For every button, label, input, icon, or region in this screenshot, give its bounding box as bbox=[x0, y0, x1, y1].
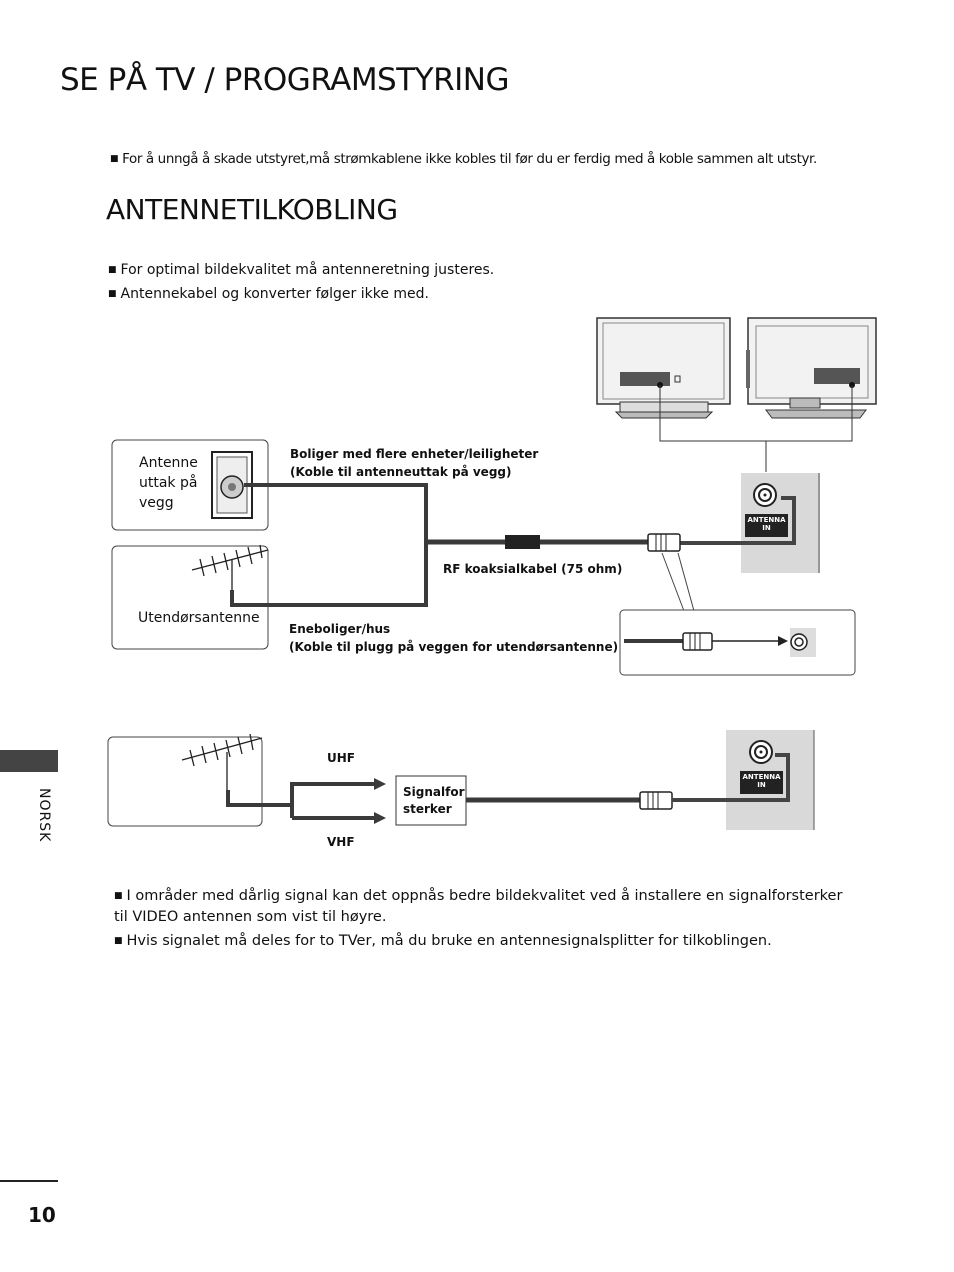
bullet-icon: ■ bbox=[108, 289, 117, 299]
bottom-note-text: Hvis signalet må deles for to TVer, må d… bbox=[126, 933, 772, 949]
cable-label: RF koaksialkabel (75 ohm) bbox=[443, 562, 623, 576]
note-text: For optimal bildekvalitet må antenneretn… bbox=[120, 262, 495, 278]
apartments-sublabel: (Koble til antenneuttak på vegg) bbox=[290, 465, 512, 479]
side-tab-marker bbox=[0, 750, 58, 772]
houses-label: Eneboliger/hus bbox=[289, 622, 391, 636]
antenna-in-jack-icon bbox=[753, 483, 777, 507]
amplifier-text: Signalfor bbox=[403, 785, 465, 799]
antenna-jack-inset-icon bbox=[790, 633, 808, 651]
coax-plug-inset-icon bbox=[682, 632, 713, 651]
tv-rear-left-icon bbox=[596, 317, 731, 419]
bullet-icon: ■ bbox=[114, 936, 123, 946]
bottom-note-text: I områder med dårlig signal kan det oppn… bbox=[114, 888, 843, 925]
apartments-label: Boliger med flere enheter/leiligheter bbox=[290, 447, 539, 461]
power-warning-text: For å unngå å skade utstyret,må strømkab… bbox=[122, 151, 817, 167]
bottom-note: ■I områder med dårlig signal kan det opp… bbox=[114, 886, 844, 928]
bullet-icon: ■ bbox=[114, 891, 123, 901]
coax-plug-icon bbox=[647, 533, 681, 552]
amplifier-label: Signalfor sterker bbox=[403, 784, 464, 818]
coax-plug-2-icon bbox=[639, 791, 673, 810]
note-text: Antennekabel og konverter følger ikke me… bbox=[120, 286, 429, 302]
section-title: ANTENNETILKOBLING bbox=[106, 193, 398, 226]
wall-outlet-label: Antenne uttak på vegg bbox=[139, 455, 198, 511]
vhf-label: VHF bbox=[327, 835, 355, 849]
antenna-in-text: IN bbox=[757, 781, 766, 789]
vhf-arrow-icon bbox=[374, 812, 386, 824]
amplifier-text: sterker bbox=[403, 802, 452, 816]
antenna-in-text: IN bbox=[762, 524, 771, 532]
antenna-in-jack-2-icon bbox=[749, 740, 773, 764]
note-item: ■Antennekabel og konverter følger ikke m… bbox=[108, 286, 429, 302]
houses-sublabel: (Koble til plugg på veggen for utendørsa… bbox=[289, 640, 619, 654]
note-item: ■For optimal bildekvalitet må antenneret… bbox=[108, 262, 494, 278]
uhf-arrow-icon bbox=[374, 778, 386, 790]
page-divider bbox=[0, 1180, 58, 1182]
bottom-note: ■Hvis signalet må deles for to TVer, må … bbox=[114, 931, 844, 952]
language-tab: NORSK bbox=[36, 788, 52, 843]
wall-socket-icon bbox=[220, 475, 244, 499]
outdoor-antenna-2-icon bbox=[181, 733, 263, 790]
tv-rear-right-icon bbox=[746, 317, 877, 419]
outdoor-antenna-label: Utendørsantenne bbox=[138, 610, 260, 626]
arrow-right-icon bbox=[778, 636, 788, 646]
antenna-in-text: ANTENNA bbox=[747, 516, 786, 524]
power-warning: ■For å unngå å skade utstyret,må strømka… bbox=[110, 151, 817, 167]
bullet-icon: ■ bbox=[108, 265, 117, 275]
bullet-icon: ■ bbox=[110, 154, 119, 164]
antenna-in-text: ANTENNA bbox=[742, 773, 781, 781]
page-title: SE PÅ TV / PROGRAMSTYRING bbox=[60, 62, 510, 98]
page-number: 10 bbox=[28, 1203, 56, 1227]
uhf-label: UHF bbox=[327, 751, 355, 765]
